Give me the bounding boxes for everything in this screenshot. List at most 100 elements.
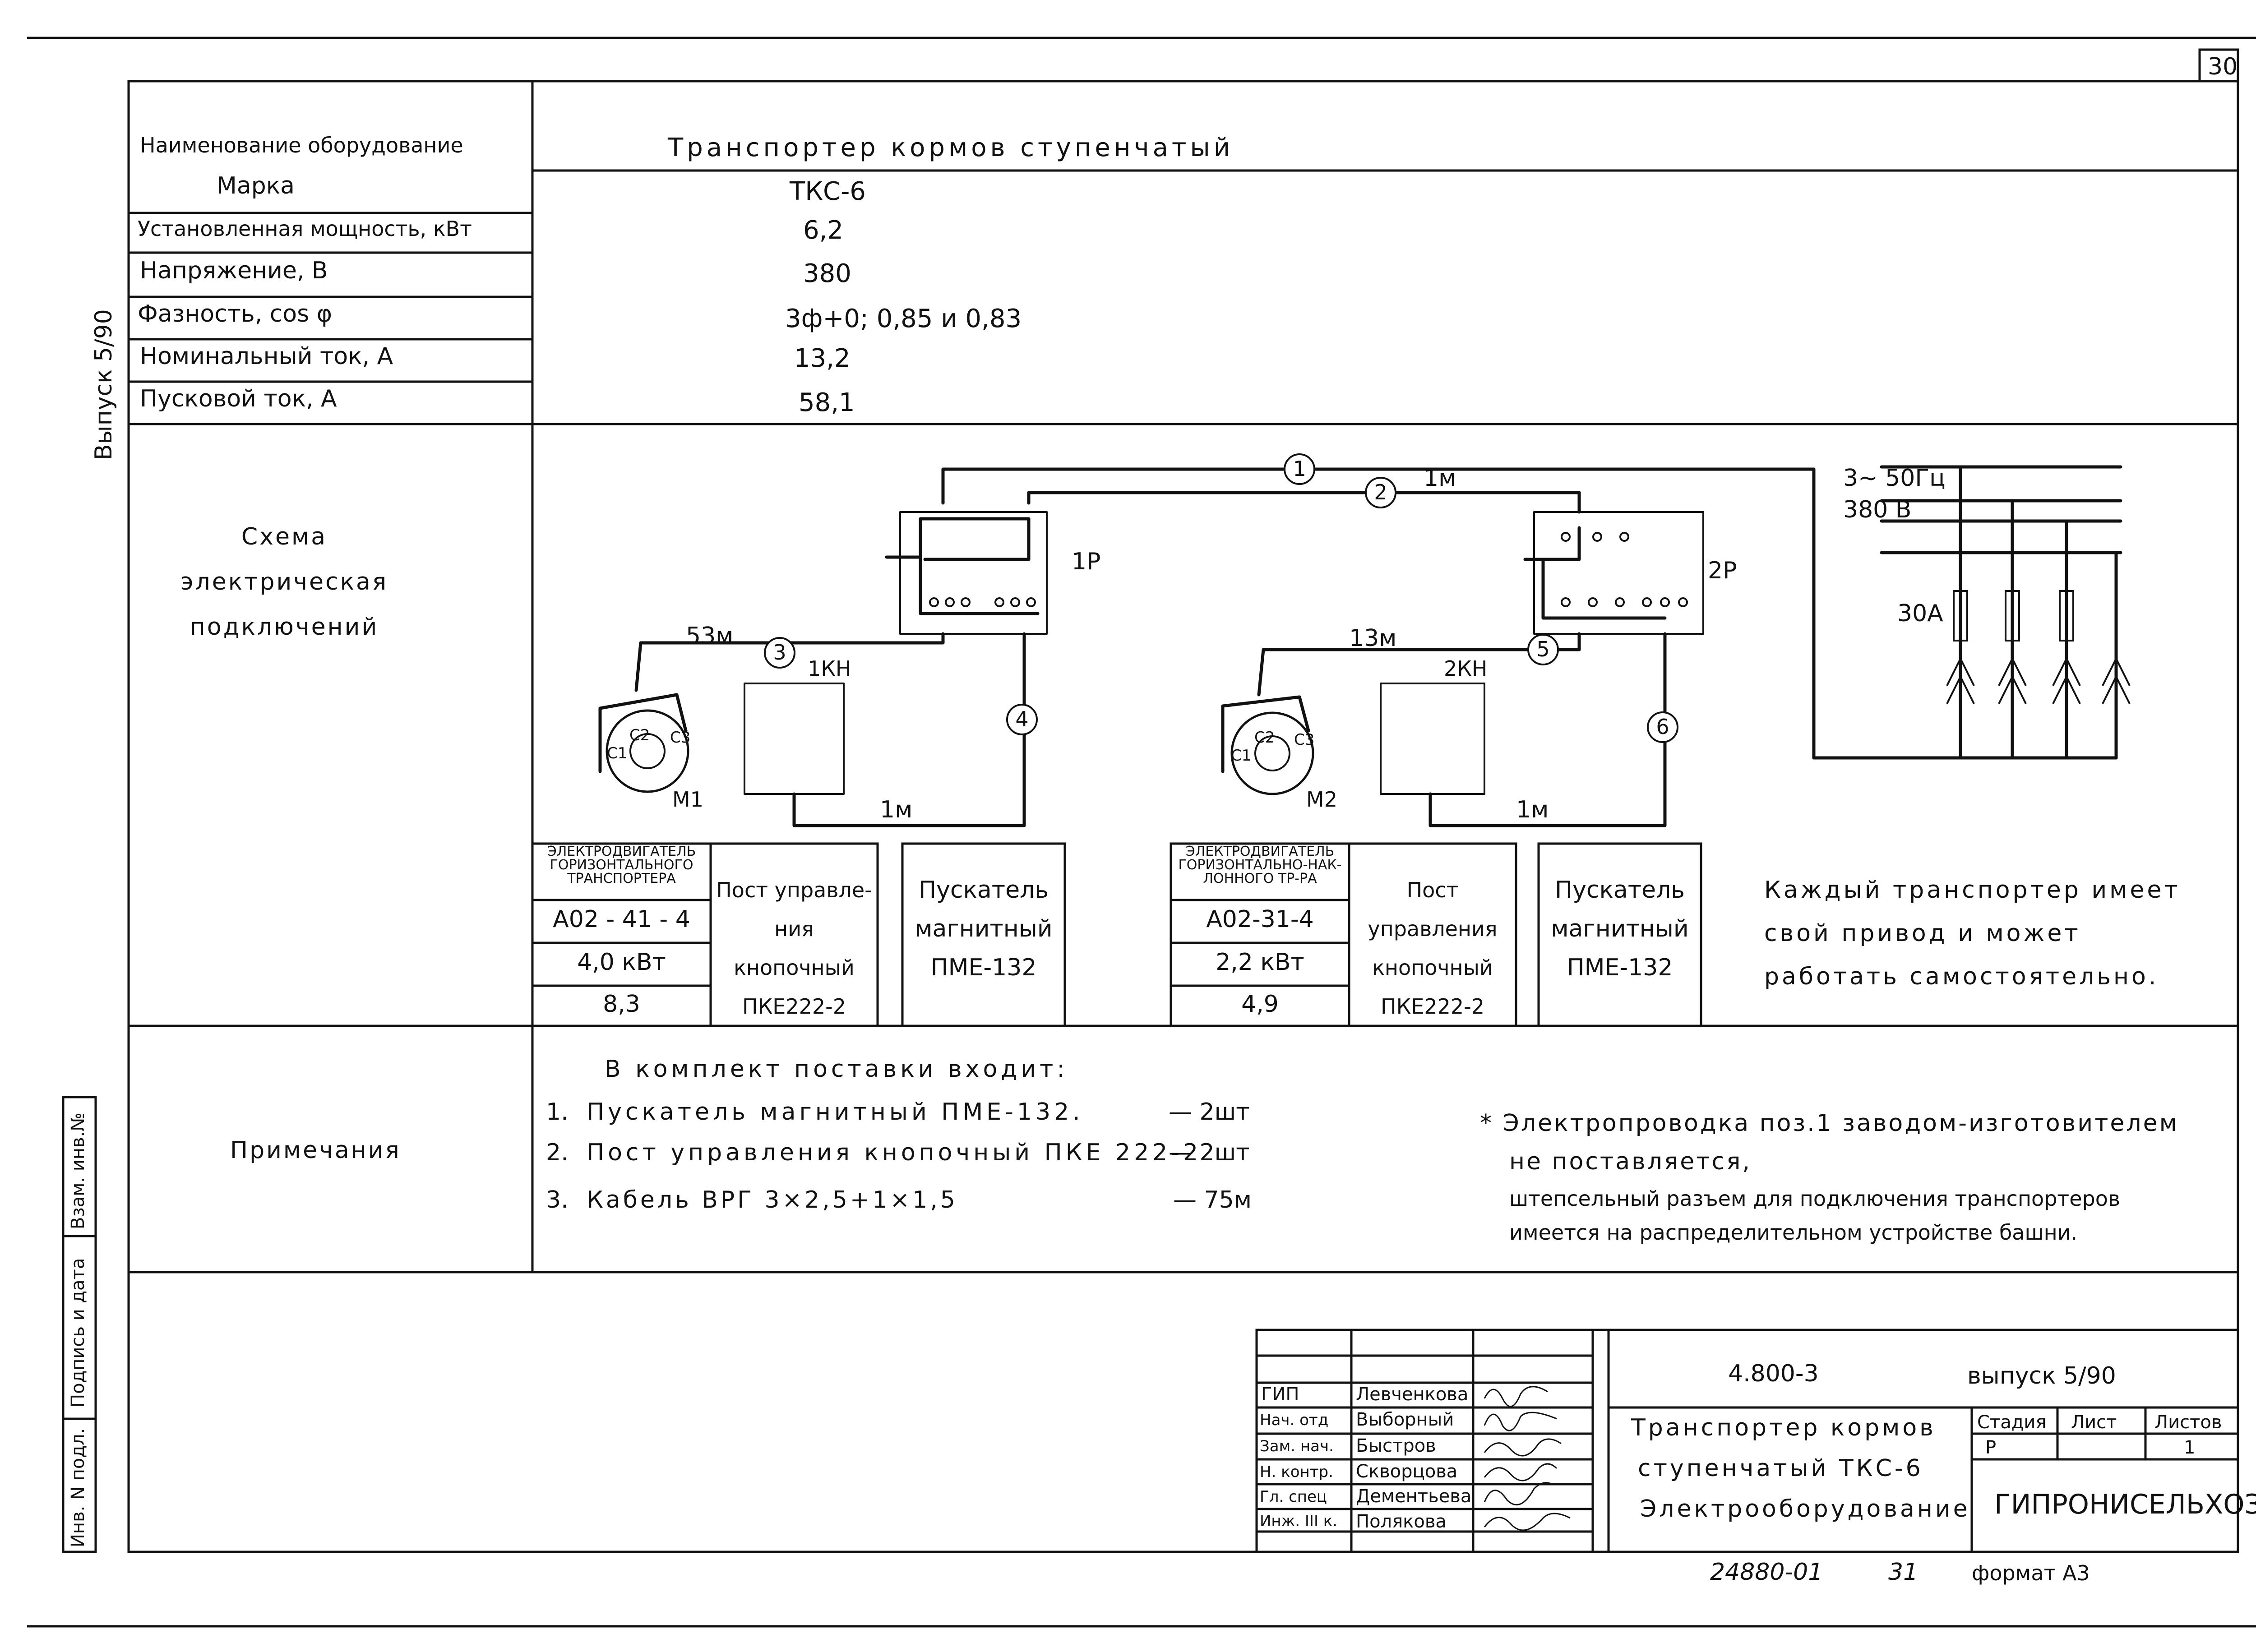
motor-2-header: ЭЛЕКТРОДВИГАТЕЛЬ ГОРИЗОНТАЛЬНО-НАК- ЛОНН… <box>1178 844 1342 886</box>
star-note-line-2: не поставляется, <box>1509 1148 1752 1175</box>
supply-freq: 3~ 50Гц <box>1843 465 1946 492</box>
notes-title: В комплект поставки входит: <box>605 1056 1068 1083</box>
length-label-2: 53м <box>686 623 734 650</box>
length-label-1: 1м <box>1424 465 1456 492</box>
starter-2: Пускатель магнитный ПМЕ-132 <box>1551 877 1689 981</box>
star-note-line-1: * Электропроводка поз.1 заводом-изготови… <box>1480 1110 2179 1137</box>
stage-header: Стадия <box>1977 1412 2047 1433</box>
role-deputy: Зам. нач. <box>1260 1437 1334 1455</box>
note-item-2-qty: — 2шт <box>1169 1139 1250 1166</box>
motor-2-label: М2 <box>1306 787 1337 812</box>
doc-code: 4.800-3 <box>1728 1360 1819 1387</box>
note-item-2-text: Пост управления кнопочный ПКЕ 222-2 <box>587 1139 1202 1166</box>
eq-label-phase: Фазность, cos φ <box>138 300 333 328</box>
motor-2-model: А02-31-4 <box>1206 906 1314 933</box>
organization: ГИПРОНИСЕЛЬХОЗ <box>1994 1489 2256 1520</box>
fuse-rating: 30А <box>1897 600 1943 627</box>
eq-label-name: Наименование оборудование <box>140 133 463 157</box>
doc-title-line-2: ступенчатый ТКС-6 <box>1638 1455 1923 1482</box>
cable-mark-4: 4 <box>1015 707 1029 731</box>
bottom-code: 24880-01 <box>1710 1559 1823 1586</box>
length-label-5: 1м <box>1516 796 1549 823</box>
control-post-2: Пост управления кнопочный ПКЕ222-2 <box>1368 878 1498 1019</box>
name-norm-control: Скворцова <box>1356 1461 1458 1482</box>
note-item-2-num: 2. <box>546 1139 569 1166</box>
role-gip: ГИП <box>1261 1384 1299 1405</box>
sheets-header: Листов <box>2154 1412 2222 1433</box>
motor-1-power: 4,0 кВт <box>577 949 666 976</box>
motor-2-c2: С2 <box>1254 729 1275 747</box>
name-gip: Левченкова <box>1356 1384 1469 1405</box>
motor-2-current: 4,9 <box>1241 991 1279 1018</box>
button-1-label: 1КН <box>808 656 851 681</box>
motor-1-current: 8,3 <box>603 991 640 1018</box>
notes-label: Примечания <box>230 1137 401 1164</box>
star-note-line-4: имеется на распределительном устройстве … <box>1509 1220 2078 1245</box>
cable-mark-2: 2 <box>1374 480 1387 504</box>
cable-mark-3: 3 <box>773 640 786 664</box>
motor-1-model: А02 - 41 - 4 <box>553 906 690 933</box>
motor-2-c1: С1 <box>1231 747 1252 765</box>
name-deputy: Быстров <box>1356 1435 1436 1456</box>
doc-title-line-3: Электрооборудование <box>1640 1495 1970 1523</box>
doc-issue: выпуск 5/90 <box>1967 1362 2116 1389</box>
sheet-header: Лист <box>2071 1412 2117 1433</box>
role-engineer: Инж. III к. <box>1260 1512 1338 1530</box>
sheet-number: 30 <box>2208 53 2238 80</box>
motor-1-header: ЭЛЕКТРОДВИГАТЕЛЬ ГОРИЗОНТАЛЬНОГО ТРАНСПО… <box>547 844 696 886</box>
eq-value-voltage: 380 <box>803 259 851 288</box>
supply-voltage: 380 В <box>1843 496 1912 523</box>
button-2-label: 2КН <box>1444 656 1488 681</box>
stage-value: Р <box>1985 1437 1997 1458</box>
motor-1-c1: С1 <box>607 744 628 762</box>
control-post-1: Пост управле- ния кнопочный ПКЕ222-2 <box>716 878 872 1019</box>
eq-value-name: Транспортер кормов ступенчатый <box>668 133 1234 162</box>
eq-value-phase: 3ф+0; 0,85 и 0,83 <box>785 304 1022 333</box>
note-item-1-qty: — 2шт <box>1169 1098 1250 1126</box>
doc-title-line-1: Транспортер кормов <box>1631 1414 1936 1441</box>
note-item-3-text: Кабель ВРГ 3×2,5+1×1,5 <box>587 1186 958 1214</box>
starter-1: Пускатель магнитный ПМЕ-132 <box>915 877 1053 981</box>
length-label-4: 13м <box>1349 625 1397 652</box>
star-note-line-3: штепсельный разъем для подключения транс… <box>1509 1186 2120 1211</box>
eq-value-mark: ТКС-6 <box>790 177 866 206</box>
eq-label-mark: Марка <box>217 172 295 199</box>
role-norm-control: Н. контр. <box>1260 1463 1333 1481</box>
cable-mark-5: 5 <box>1536 637 1550 661</box>
cable-mark-1: 1 <box>1293 457 1306 481</box>
eq-value-rated-current: 13,2 <box>794 344 851 373</box>
paper-format: формат А3 <box>1972 1561 2090 1585</box>
role-head-dept: Нач. отд <box>1260 1411 1329 1429</box>
sheets-value: 1 <box>2184 1437 2196 1458</box>
motor-1-label: М1 <box>672 787 703 812</box>
role-chief-spec: Гл. спец <box>1260 1488 1327 1506</box>
cable-mark-6: 6 <box>1656 715 1669 739</box>
relay-2-label: 2Р <box>1708 557 1737 584</box>
length-label-3: 1м <box>880 796 913 823</box>
eq-label-voltage: Напряжение, В <box>140 257 328 284</box>
eq-label-power: Установленная мощность, кВт <box>138 217 472 241</box>
motor-2-power: 2,2 кВт <box>1216 949 1304 976</box>
note-item-1-num: 1. <box>546 1098 569 1126</box>
eq-value-start-current: 58,1 <box>799 388 855 417</box>
eq-value-power: 6,2 <box>803 216 844 245</box>
note-item-3-qty: — 75м <box>1173 1186 1252 1214</box>
relay-1-label: 1Р <box>1072 548 1101 575</box>
eq-label-rated-current: Номинальный ток, А <box>140 343 393 370</box>
eq-label-start-current: Пусковой ток, А <box>140 385 337 412</box>
scheme-note: Каждый транспортер имеет свой привод и м… <box>1764 877 2181 990</box>
name-chief-spec: Дементьева <box>1356 1486 1472 1507</box>
name-engineer: Полякова <box>1356 1511 1447 1532</box>
note-item-3-num: 3. <box>546 1186 569 1214</box>
motor-1-c3: С3 <box>670 729 691 747</box>
note-item-1-text: Пускатель магнитный ПМЕ-132. <box>587 1098 1084 1126</box>
name-head-dept: Выборный <box>1356 1409 1454 1430</box>
motor-2-c3: С3 <box>1294 731 1315 749</box>
scheme-label: Схема электрическая подключений <box>180 523 388 641</box>
motor-1-c2: С2 <box>629 726 650 744</box>
bottom-number: 31 <box>1888 1559 1919 1586</box>
